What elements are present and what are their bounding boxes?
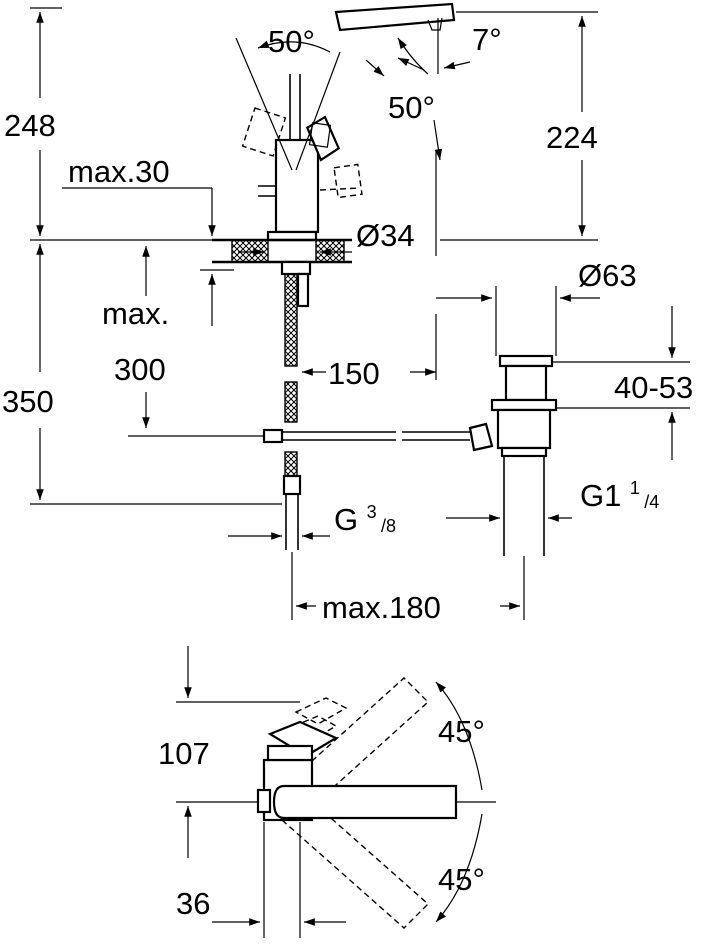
top-view-labels: 107 45° 45° 36 — [158, 714, 485, 921]
label-max-distance: max.180 — [322, 590, 441, 625]
side-view-labels: 50° 7° 50° 248 224 max.30 Ø34 Ø63 max. 3… — [2, 22, 693, 625]
label-height-spout: 224 — [546, 120, 598, 155]
dimension-lines-side — [30, 7, 690, 620]
label-deck-thickness: max.30 — [68, 154, 170, 189]
popup-rod — [262, 422, 494, 452]
label-hose-max: max. — [102, 296, 169, 331]
label-angle-swivel-bottom: 45° — [438, 862, 485, 897]
label-offset: 36 — [176, 886, 210, 921]
waste-valve — [490, 354, 558, 556]
spout — [334, 2, 456, 32]
deck-plate — [212, 238, 352, 276]
side-elevation-view: 50° 7° 50° 248 224 max.30 Ø34 Ø63 max. 3… — [2, 2, 693, 625]
label-hose-length: 300 — [114, 352, 166, 387]
label-spout-reach: 150 — [328, 356, 380, 391]
label-waste-range: 40-53 — [614, 370, 693, 405]
label-angle-lever: 50° — [268, 24, 315, 59]
label-angle-swivel-top: 45° — [438, 714, 485, 749]
label-height-total: 248 — [4, 108, 56, 143]
label-diameter-waste: Ø63 — [578, 258, 637, 293]
spout-top-solid — [256, 720, 458, 822]
lever-positions — [241, 107, 363, 199]
dimension-lines-top — [176, 646, 496, 938]
label-thread-inlet: G 3 /8 — [334, 502, 396, 537]
label-top-depth: 107 — [158, 736, 210, 771]
label-height-below: 350 — [2, 384, 54, 419]
supply-hoses — [282, 272, 310, 550]
label-diameter-body: Ø34 — [356, 218, 415, 253]
label-thread-waste: G1 1 /4 — [580, 478, 659, 513]
top-view: 107 45° 45° 36 — [158, 646, 496, 938]
mixer-body — [258, 74, 320, 242]
label-angle-lever-front: 50° — [388, 90, 435, 125]
label-angle-spout-tilt: 7° — [472, 22, 502, 57]
